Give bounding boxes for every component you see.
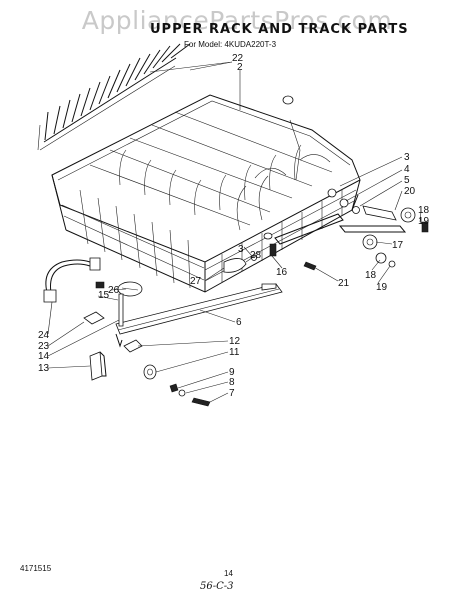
callout-17: 17 bbox=[392, 240, 404, 251]
callout-16: 16 bbox=[276, 267, 288, 278]
callout-3: 3 bbox=[238, 244, 244, 255]
callout-28: 28 bbox=[250, 250, 262, 261]
callout-leader-lines bbox=[47, 61, 425, 403]
callout-18: 18 bbox=[418, 205, 430, 216]
rack-track-assembly bbox=[223, 188, 429, 273]
callout-12: 12 bbox=[229, 336, 241, 347]
callout-6: 6 bbox=[236, 317, 242, 328]
callout-7: 7 bbox=[229, 388, 235, 399]
lower-track-parts bbox=[43, 257, 283, 407]
handwritten-note: 56-C-3 bbox=[200, 581, 234, 592]
callout-labels: 22 2 3 4 5 20 18 19 17 18 19 3 28 16 21 … bbox=[38, 53, 430, 399]
callout-3: 3 bbox=[404, 152, 410, 163]
callout-18: 18 bbox=[365, 270, 377, 281]
catalog-code: 4171515 bbox=[20, 564, 52, 573]
callout-19: 19 bbox=[418, 216, 430, 227]
callout-22: 22 bbox=[232, 53, 244, 64]
callout-27: 27 bbox=[190, 276, 202, 287]
watermark: AppliancePartsPros.com bbox=[81, 6, 393, 35]
callout-9: 9 bbox=[229, 367, 235, 378]
page-number: 14 bbox=[224, 569, 233, 578]
callout-14: 14 bbox=[38, 351, 50, 362]
callout-23: 23 bbox=[38, 341, 50, 352]
callout-13: 13 bbox=[38, 363, 50, 374]
callout-8: 8 bbox=[229, 377, 235, 388]
diagram-title: UPPER RACK AND TRACK PARTS bbox=[150, 22, 409, 37]
callout-19: 19 bbox=[376, 282, 388, 293]
upper-rack-basket bbox=[37, 43, 361, 293]
callout-11: 11 bbox=[229, 347, 240, 358]
callout-2: 2 bbox=[237, 62, 243, 73]
callout-5: 5 bbox=[404, 175, 410, 186]
callout-21: 21 bbox=[338, 278, 350, 289]
callout-26: 26 bbox=[108, 285, 120, 296]
callout-20: 20 bbox=[404, 186, 416, 197]
callout-15: 15 bbox=[98, 290, 110, 301]
model-number: For Model: 4KUDA220T-3 bbox=[184, 40, 277, 49]
callout-4: 4 bbox=[404, 164, 410, 175]
callout-24: 24 bbox=[38, 330, 50, 341]
